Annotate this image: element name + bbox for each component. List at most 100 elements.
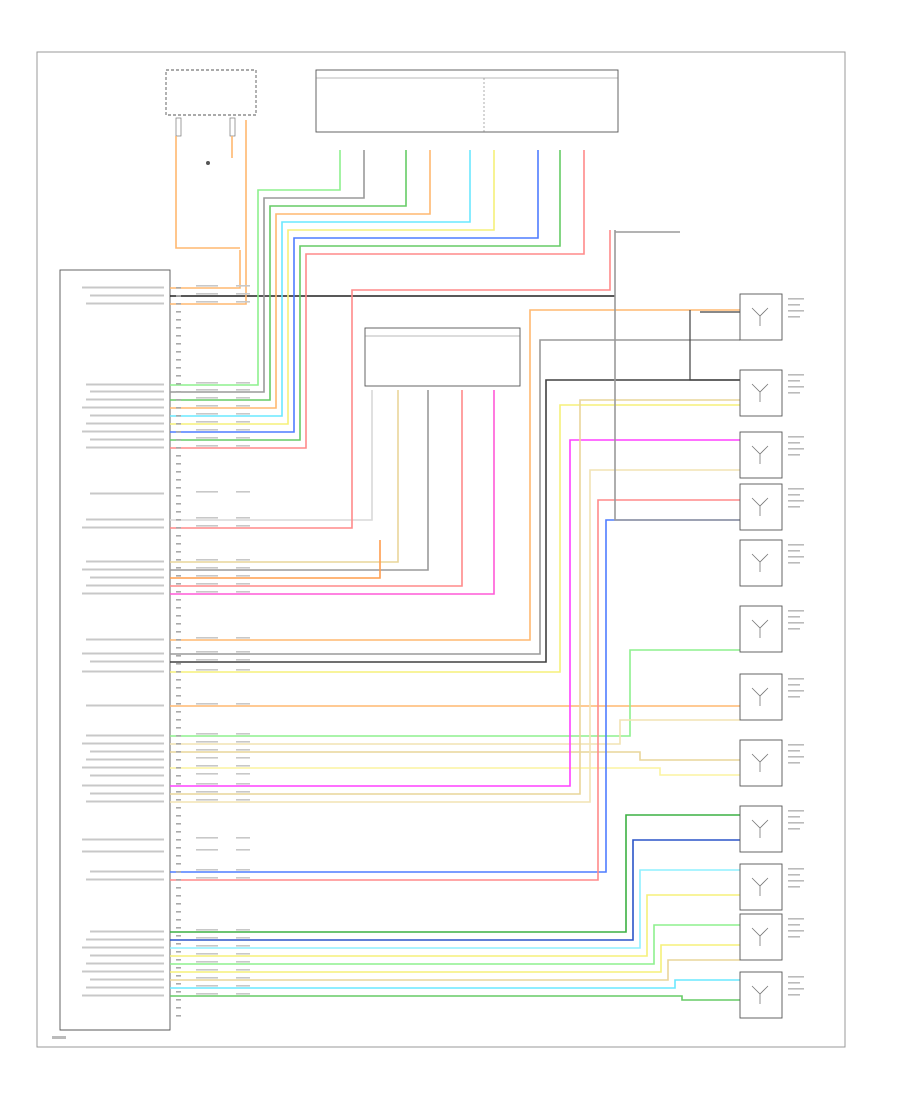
pin-number-mark [176, 311, 181, 313]
circuit-number-mark [236, 301, 250, 303]
motor-label-mark [788, 994, 800, 996]
wire-color-label-mark [196, 749, 218, 751]
wire-color-label-mark [196, 591, 218, 593]
circuit-number-mark [236, 783, 250, 785]
wire-color-label-mark [196, 382, 218, 384]
circuit-number-mark [236, 669, 250, 671]
pin-number-mark [176, 463, 181, 465]
motor-label-mark [788, 628, 800, 630]
pin-number-mark [176, 911, 181, 913]
motor-label-mark [788, 868, 804, 870]
pin-number-mark [176, 607, 181, 609]
module-pin-label-mark [86, 398, 164, 401]
pin-number-mark [176, 751, 181, 753]
lumbar-wire-6 [170, 540, 381, 579]
motor-label-mark [788, 442, 800, 444]
wire-color-label-mark [196, 413, 218, 415]
wire-color-label-mark [196, 837, 218, 839]
pin-number-mark [176, 847, 181, 849]
pin-number-mark [176, 695, 181, 697]
module-pin-label-mark [86, 422, 164, 425]
wire-color-label-mark [196, 799, 218, 801]
module-pin-label-mark [86, 383, 164, 386]
pin-number-mark [176, 591, 181, 593]
adjuster-wire-7 [170, 150, 539, 433]
wires [170, 120, 740, 1001]
circuit-number-mark [236, 437, 250, 439]
bottom-wire-1 [170, 814, 740, 933]
motor-symbol [751, 497, 769, 516]
module-pin-label-mark [82, 838, 164, 841]
circuit-number-mark [236, 382, 250, 384]
motor-symbol [751, 445, 769, 464]
wire-color-label-mark [196, 953, 218, 955]
pin-number-mark [176, 599, 181, 601]
adjuster-wire-8 [170, 150, 561, 441]
motor-wire-14 [170, 499, 740, 881]
circuit-number-mark [236, 869, 250, 871]
pin-number-mark [176, 743, 181, 745]
motor-label-mark [788, 392, 800, 394]
circuit-number-mark [236, 929, 250, 931]
seat-adjuster-switch [315, 69, 619, 133]
wire-color-label-mark [196, 285, 218, 287]
pin-number-mark [176, 335, 181, 337]
wire-color-label-mark [196, 293, 218, 295]
bottom-wire-9 [170, 995, 740, 1001]
motor-label-mark [788, 816, 800, 818]
circuit-number-mark [236, 773, 250, 775]
module-pin-label-mark [82, 430, 164, 433]
circuit-number-mark [236, 659, 250, 661]
bottom-wire-4 [170, 894, 740, 957]
pin-number-mark [176, 1015, 181, 1017]
pin-number-mark [176, 455, 181, 457]
motor-label-mark [788, 810, 804, 812]
adjuster-wire-6 [170, 150, 495, 425]
pin-number-mark [176, 503, 181, 505]
module-caption [52, 1029, 170, 1039]
pin-number-mark [176, 759, 181, 761]
circuit-number-mark [236, 285, 250, 287]
pin-number-mark [176, 791, 181, 793]
pin-number-mark [176, 831, 181, 833]
motor-symbol [751, 383, 769, 402]
pin-number-mark [176, 623, 181, 625]
circuit-number-mark [236, 849, 250, 851]
motor-label-mark [788, 304, 800, 306]
pin-number-mark [176, 967, 181, 969]
pin-number-mark [176, 647, 181, 649]
motor-label-mark [788, 616, 800, 618]
pin-number-mark [176, 431, 181, 433]
diagram-border [36, 51, 846, 1048]
motor-label-mark [788, 622, 804, 624]
pin-number-mark [176, 527, 181, 529]
wire-color-label-mark [196, 583, 218, 585]
module-pin-label-mark [86, 704, 164, 707]
pin-number-mark [176, 935, 181, 937]
module-pin-label-mark [82, 286, 164, 289]
fuse-block [165, 69, 257, 165]
wire-color-label-mark [196, 301, 218, 303]
wire-color-label-mark [196, 985, 218, 987]
circuit-number-mark [236, 421, 250, 423]
pin-number-mark [176, 943, 181, 945]
circuit-number-mark [236, 413, 250, 415]
module-pin-label-mark [90, 930, 164, 933]
circuit-number-mark [236, 637, 250, 639]
pin-number-mark [176, 999, 181, 1001]
wire-color-label-mark [196, 783, 218, 785]
module-pin-label-mark [90, 576, 164, 579]
pin-number-mark [176, 399, 181, 401]
motor-label-mark [788, 298, 804, 300]
lumbar-switch [364, 327, 521, 387]
motor-symbol [751, 687, 769, 706]
module-pin-label-mark [86, 584, 164, 587]
pin-number-mark [176, 447, 181, 449]
ground-wire [689, 310, 740, 381]
circuit-number-mark [236, 491, 250, 493]
circuit-number-mark [236, 837, 250, 839]
pin-number-mark [176, 815, 181, 817]
pin-number-mark [176, 983, 181, 985]
motor-wire-1 [170, 309, 740, 641]
pin-number-mark [176, 303, 181, 305]
